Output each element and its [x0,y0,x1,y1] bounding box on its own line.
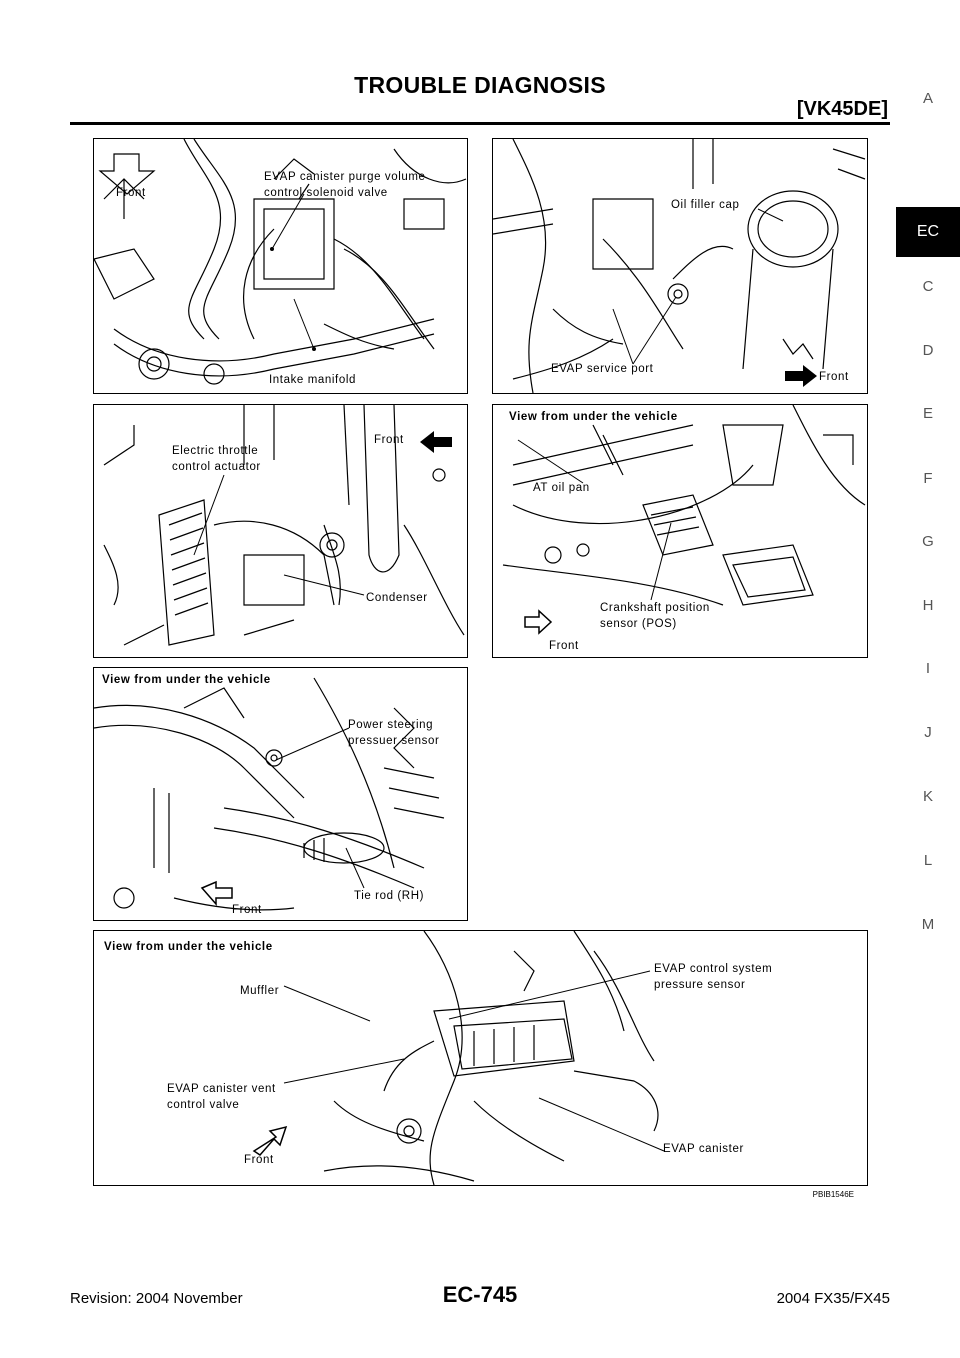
tab-m[interactable]: M [921,916,935,933]
tab-d[interactable]: D [922,342,934,359]
figure-id: PBIB1546E [812,1190,854,1199]
page-title: TROUBLE DIAGNOSIS [354,72,606,98]
header-rule [70,122,890,125]
engine-illustration [502,405,866,635]
callout-at-oil-pan: AT oil pan [533,482,590,494]
view-label: View from under the vehicle [104,941,273,953]
callout-ps-sensor-line1: Power steering [348,719,434,731]
figure-panel-service-port: Oil filler cap EVAP service port Front [492,138,868,394]
callout-tie-rod: Tie rod (RH) [354,890,425,902]
figure-panel-purge-valve: Front EVAP canister purge volume control… [93,138,468,394]
callout-purge-valve-line1: EVAP canister purge volume [264,171,426,183]
callout-vent-valve-line2: control valve [167,1099,240,1111]
figure-panel-power-steering: View from under the vehicle Power steeri… [93,667,468,921]
front-label: Front [819,371,849,383]
callout-crankshaft-line2: sensor (POS) [600,618,677,630]
callout-evap-canister: EVAP canister [663,1143,744,1155]
engine-model-code: [VK45DE] [796,98,888,120]
callout-condenser: Condenser [366,592,428,604]
figure-panel-evap-canister: View from under the vehicle Muffler EVAP… [93,930,868,1186]
tab-a[interactable]: A [922,90,933,107]
callout-muffler: Muffler [240,985,280,997]
tab-k[interactable]: K [922,788,933,805]
callout-throttle-line1: Electric throttle [172,445,259,457]
tab-g[interactable]: G [922,533,934,550]
callout-intake-manifold: Intake manifold [269,374,356,386]
engine-illustration [94,139,467,385]
tab-i[interactable]: I [925,660,931,677]
front-label: Front [116,187,146,199]
tab-l[interactable]: L [923,852,933,869]
callout-purge-valve-line2: control solenoid valve [264,187,388,199]
callout-evap-service-port: EVAP service port [551,363,654,375]
tab-ec[interactable]: EC [896,207,960,257]
callout-evap-sensor-line1: EVAP control system [654,963,773,975]
callout-crankshaft-line1: Crankshaft position [600,602,710,614]
engine-illustration [493,139,866,393]
front-label: Front [549,640,579,652]
tab-e[interactable]: E [922,405,933,422]
canister-illustration [252,931,665,1185]
engine-illustration [103,405,465,646]
tab-f[interactable]: F [923,470,933,487]
callout-throttle-line2: control actuator [172,461,261,473]
engine-illustration [94,677,445,911]
page-number: EC-745 [442,1282,518,1307]
view-label: View from under the vehicle [102,674,271,686]
figure-panel-crankshaft: View from under the vehicle AT oil pan C… [492,404,868,658]
figure-panel-throttle: Electric throttle control actuator Front… [93,404,468,658]
callout-evap-sensor-line2: pressure sensor [654,979,746,991]
tab-j[interactable]: J [924,724,932,741]
footer-revision: Revision: 2004 November [70,1290,243,1307]
front-label: Front [232,904,262,916]
callout-oil-filler-cap: Oil filler cap [671,199,740,211]
front-label: Front [244,1154,274,1166]
callout-vent-valve-line1: EVAP canister vent [167,1083,276,1095]
tab-h[interactable]: H [922,597,934,614]
callout-ps-sensor-line2: pressuer sensor [348,735,440,747]
front-label: Front [374,434,404,446]
view-label: View from under the vehicle [509,411,678,423]
tab-c[interactable]: C [922,278,934,295]
footer-model: 2004 FX35/FX45 [776,1290,890,1307]
